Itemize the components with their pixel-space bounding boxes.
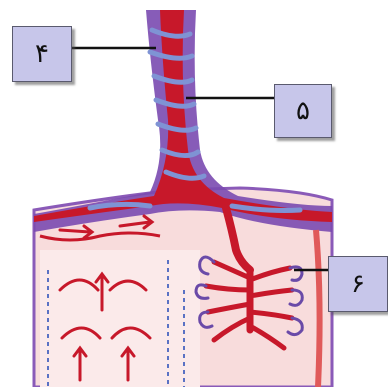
label-5-text: ۵	[296, 96, 310, 126]
label-4-text: ۴	[35, 39, 49, 69]
label-box-5: ۵	[274, 84, 332, 138]
label-6-text: ۶	[351, 269, 365, 299]
label-box-6: ۶	[328, 256, 388, 312]
label-box-4: ۴	[12, 26, 72, 82]
tissue-interior	[40, 250, 200, 387]
